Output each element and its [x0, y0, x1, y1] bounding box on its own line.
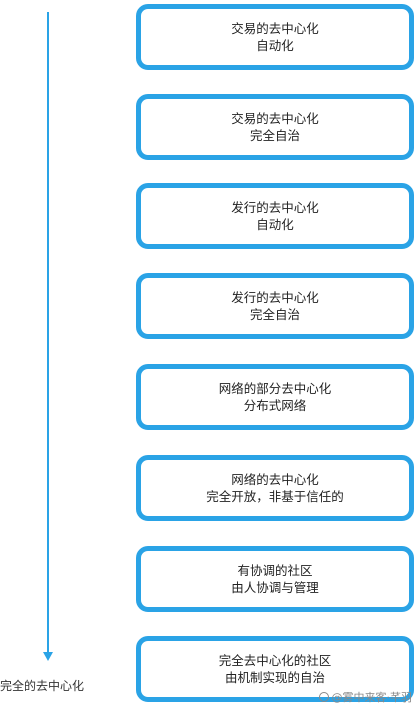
- stage-title: 完全去中心化的社区: [218, 653, 332, 668]
- stage-box-2: 交易的去中心化 完全自治: [136, 94, 414, 160]
- stage-subtitle: 完全开放，非基于信任的: [206, 489, 344, 504]
- stage-subtitle: 完全自治: [249, 128, 300, 143]
- stage-box-4: 发行的去中心化 完全自治: [136, 273, 414, 339]
- arrow-label: 完全的去中心化: [0, 679, 85, 693]
- stage-subtitle: 完全自治: [249, 307, 300, 322]
- stage-title: 网络的去中心化: [231, 472, 319, 487]
- stage-box-5: 网络的部分去中心化 分布式网络: [136, 364, 414, 430]
- stage-subtitle: 由机制实现的自治: [224, 670, 325, 685]
- progression-arrow-head: [43, 652, 53, 661]
- stage-subtitle: 自动化: [256, 217, 294, 232]
- progression-arrow-line: [47, 12, 49, 652]
- stage-subtitle: 分布式网络: [243, 398, 307, 413]
- stage-subtitle: 由人协调与管理: [231, 580, 319, 595]
- stage-box-7: 有协调的社区 由人协调与管理: [136, 546, 414, 612]
- stage-title: 交易的去中心化: [231, 111, 319, 126]
- stage-subtitle: 自动化: [256, 38, 294, 53]
- watermark: @雾中来客·芊羽: [318, 689, 413, 705]
- stage-title: 发行的去中心化: [231, 290, 319, 305]
- stage-box-6: 网络的去中心化 完全开放，非基于信任的: [136, 455, 414, 521]
- stage-box-1: 交易的去中心化 自动化: [136, 4, 414, 70]
- stage-title: 交易的去中心化: [231, 21, 319, 36]
- stage-title: 发行的去中心化: [231, 200, 319, 215]
- stage-title: 有协调的社区: [237, 563, 313, 578]
- watermark-text: @雾中来客·芊羽: [331, 691, 413, 704]
- stage-box-8: 完全去中心化的社区 由机制实现的自治: [136, 636, 414, 702]
- stage-title: 网络的部分去中心化: [218, 381, 332, 396]
- watermark-logo-icon: [318, 692, 329, 702]
- stage-box-3: 发行的去中心化 自动化: [136, 183, 414, 249]
